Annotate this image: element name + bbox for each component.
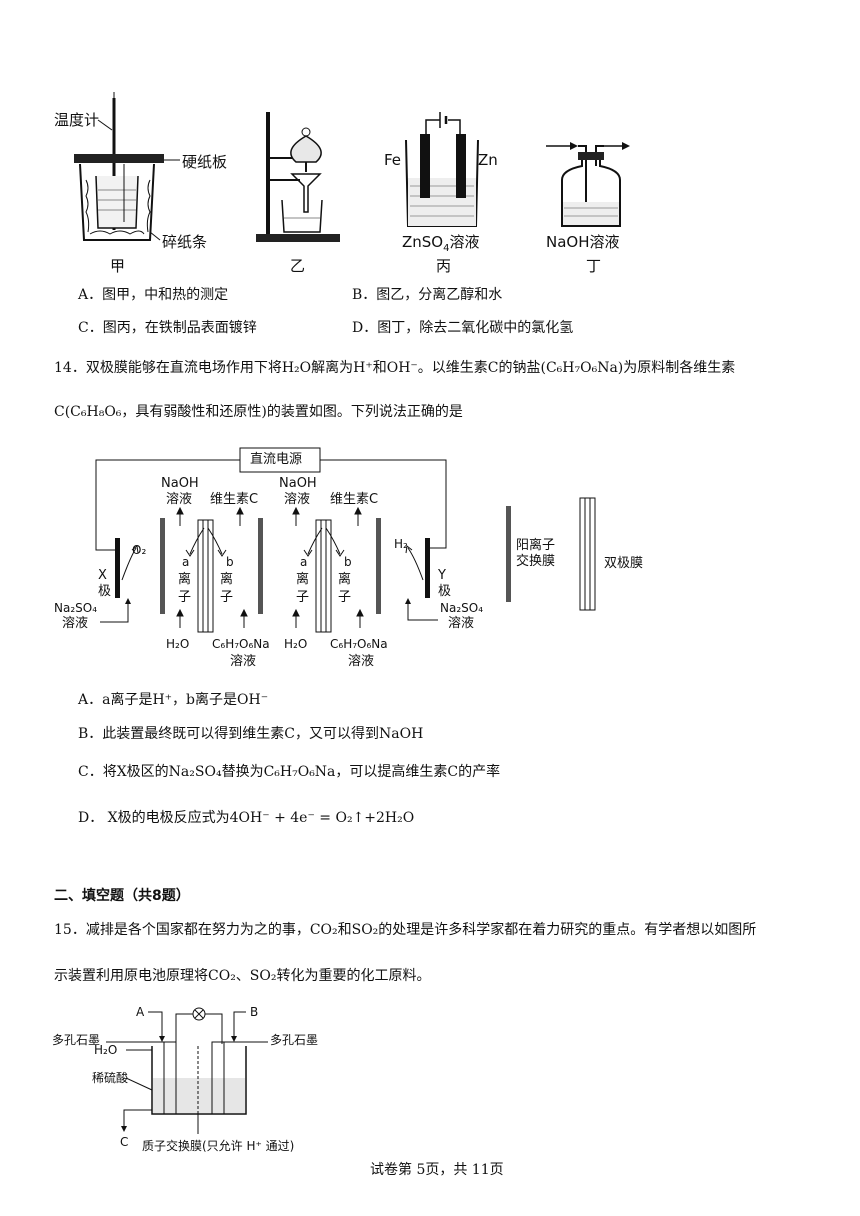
- zn-label: Zn: [478, 151, 498, 169]
- ion-a-1-li: 离: [178, 572, 192, 587]
- na2so4-right-sol: 溶液: [448, 616, 475, 631]
- q14-stem-line1: 14．双极膜能够在直流电场作用下将H₂O解离为H⁺和OH⁻。以维生素C的钠盐(C…: [54, 360, 736, 376]
- x-electrode-1: X: [98, 568, 107, 583]
- na2so4-right: Na₂SO₄: [440, 601, 484, 615]
- ion-a-1-zi: 子: [178, 590, 192, 605]
- fe-label: Fe: [384, 151, 402, 169]
- q14-stem-line2: C(C₆H₈O₆，具有弱酸性和还原性)的装置如图。下列说法正确的是: [54, 404, 463, 420]
- caption-jia: 甲: [110, 257, 126, 275]
- membrane-label: 质子交换膜(只允许 H⁺ 通过): [142, 1139, 295, 1153]
- ion-a-2: a: [300, 555, 308, 569]
- ion-a-1: a: [182, 555, 190, 569]
- outlet-c: C: [120, 1135, 129, 1149]
- naoh-out-2-sol: 溶液: [284, 492, 311, 507]
- q15-stem-line1: 15．减排是各个国家都在努力为之的事，CO₂和SO₂的处理是许多科学家都在着力研…: [54, 922, 757, 938]
- vitc-out-2: 维生素C: [330, 492, 379, 507]
- shreds-label: 碎纸条: [162, 233, 208, 251]
- q13-option-a: A．图甲，中和热的测定: [78, 287, 229, 303]
- h2o-in-1: H₂O: [166, 637, 190, 651]
- fig-ding: [546, 142, 630, 227]
- q14-diagram: [95, 447, 596, 633]
- h2o-in-2: H₂O: [284, 637, 308, 651]
- h2-label: H₂: [394, 537, 408, 551]
- naoh-out-1-sol: 溶液: [166, 492, 193, 507]
- vitc-out-1: 维生素C: [210, 492, 259, 507]
- graphite-right: 多孔石墨: [270, 1033, 319, 1047]
- fig-bing: [405, 112, 479, 227]
- section-heading: 二、填空题（共8题）: [54, 888, 190, 904]
- znso4-label: ZnSO4溶液: [402, 233, 480, 254]
- ion-b-2: b: [344, 555, 352, 569]
- q14-option-b: B．此装置最终既可以得到维生素C，又可以得到NaOH: [78, 726, 424, 742]
- ion-b-1-li: 离: [220, 572, 234, 587]
- naoh-out-1: NaOH: [161, 476, 199, 491]
- na2so4-left: Na₂SO₄: [54, 601, 98, 615]
- salt-in-1: C₆H₇O₆Na: [212, 637, 270, 651]
- y-electrode-2: 极: [438, 584, 452, 599]
- caption-yi: 乙: [290, 257, 306, 275]
- acid-label: 稀硫酸: [92, 1071, 129, 1085]
- cardboard-label: 硬纸板: [182, 153, 228, 171]
- x-electrode-2: 极: [98, 584, 112, 599]
- legend-bipolar: 双极膜: [604, 556, 644, 571]
- ion-b-2-zi: 子: [338, 590, 352, 605]
- graphite-left: 多孔石墨: [52, 1033, 101, 1047]
- salt-in-1-sol: 溶液: [230, 654, 257, 669]
- legend-cation-1: 阳离子: [516, 538, 556, 553]
- page-footer: 试卷第 5页，共 11页: [370, 1162, 504, 1178]
- thermometer-label: 温度计: [54, 111, 100, 129]
- inlet-b: B: [250, 1005, 259, 1019]
- q14-option-a: A．a离子是H⁺，b离子是OH⁻: [78, 692, 269, 708]
- q13-option-d: D．图丁，除去二氧化碳中的氯化氢: [352, 320, 574, 336]
- na2so4-left-sol: 溶液: [62, 616, 89, 631]
- q13-option-c: C．图丙，在铁制品表面镀锌: [78, 320, 257, 336]
- q13-option-b: B．图乙，分离乙醇和水: [352, 287, 503, 303]
- fig-jia: [74, 92, 180, 241]
- ion-b-1-zi: 子: [220, 590, 234, 605]
- legend-cation-2: 交换膜: [516, 554, 556, 569]
- caption-bing: 丙: [436, 257, 452, 275]
- q15-stem-line2: 示装置利用原电池原理将CO₂、SO₂转化为重要的化工原料。: [54, 968, 431, 984]
- power-label: 直流电源: [250, 452, 303, 467]
- fig-yi: [256, 112, 340, 242]
- ion-b-2-li: 离: [338, 572, 352, 587]
- inlet-a: A: [136, 1005, 145, 1019]
- ion-a-2-li: 离: [296, 572, 310, 587]
- naoh-label: NaOH溶液: [546, 233, 620, 251]
- y-electrode-1: Y: [438, 568, 446, 583]
- caption-ding: 丁: [586, 257, 602, 275]
- ion-a-2-zi: 子: [296, 590, 310, 605]
- salt-in-2-sol: 溶液: [348, 654, 375, 669]
- q14-option-c: C．将X极区的Na₂SO₄替换为C₆H₇O₆Na，可以提高维生素C的产率: [78, 764, 501, 780]
- ion-b-1: b: [226, 555, 234, 569]
- q14-option-d: D． X极的电极反应式为4OH⁻ + 4e⁻ = O₂↑+2H₂O: [78, 810, 415, 826]
- o2-label: O₂: [132, 543, 147, 557]
- h2o-inlet: H₂O: [94, 1043, 118, 1057]
- salt-in-2: C₆H₇O₆Na: [330, 637, 388, 651]
- naoh-out-2: NaOH: [279, 476, 317, 491]
